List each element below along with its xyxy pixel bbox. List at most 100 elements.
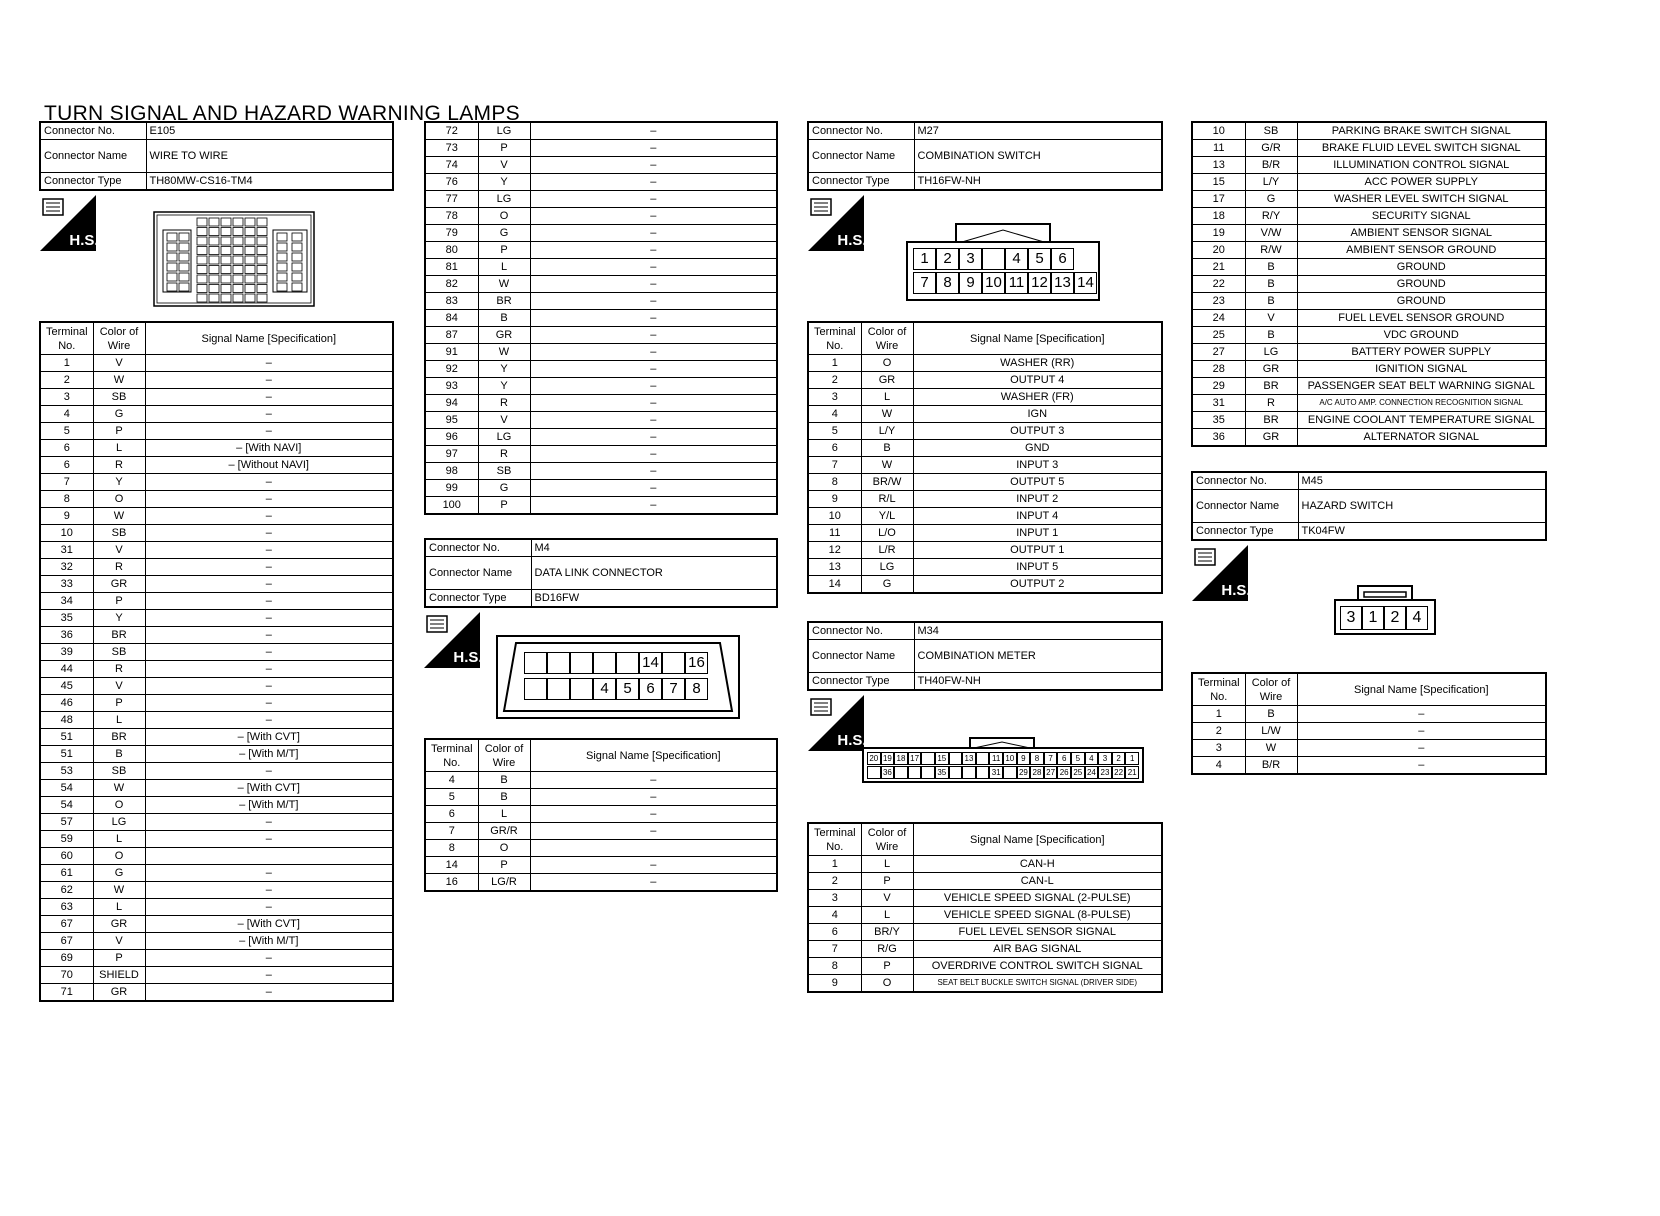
m27-terminal-table: Terminal No. Color of Wire Signal Name […: [807, 321, 1163, 594]
wire-color-cell: SHIELD: [92, 966, 146, 984]
hdr-terminal-no: Terminal No.: [1191, 672, 1246, 706]
terminal-no-cell: 91: [424, 343, 479, 361]
e105-terminal-table-1: Terminal No. Color of Wire Signal Name […: [39, 321, 394, 1002]
wire-color-cell: O: [92, 847, 146, 865]
signal-name-cell: BRAKE FLUID LEVEL SWITCH SIGNAL: [1296, 139, 1547, 157]
terminal-no-cell: 2: [807, 371, 862, 389]
wire-color-cell: B: [1244, 258, 1298, 276]
terminal-no-cell: 10: [39, 524, 94, 542]
hdr-signal-name: Signal Name [Specification]: [144, 321, 394, 355]
connector-pin: 2: [1111, 752, 1126, 765]
signal-name-cell: –: [529, 326, 778, 344]
signal-name-cell: –: [529, 496, 778, 515]
terminal-no-cell: 7: [424, 822, 479, 840]
wire-color-cell: R: [92, 660, 146, 678]
signal-name-cell: OUTPUT 4: [912, 371, 1163, 389]
terminal-no-cell: 5: [807, 422, 862, 440]
signal-name-cell: WASHER LEVEL SWITCH SIGNAL: [1296, 190, 1547, 208]
hs-label: H.S.: [837, 232, 864, 249]
signal-name-cell: – [With CVT]: [144, 779, 394, 797]
signal-name-cell: VDC GROUND: [1296, 326, 1547, 344]
connector-pin: 8: [685, 678, 708, 700]
wire-color-cell: GR/R: [477, 822, 531, 840]
terminal-no-cell: 11: [807, 524, 862, 542]
m45-type: TK04FW: [1297, 522, 1547, 541]
wire-color-cell: LG: [1244, 343, 1298, 361]
wire-color-cell: LG: [92, 813, 146, 831]
terminal-no-cell: 9: [39, 507, 94, 525]
signal-name-cell: –: [144, 575, 394, 593]
signal-name-cell: GND: [912, 439, 1163, 457]
wire-color-cell: W: [860, 456, 914, 474]
label-connector-no: Connector No.: [424, 538, 532, 557]
signal-name-cell: –: [529, 309, 778, 327]
signal-name-cell: FUEL LEVEL SENSOR GROUND: [1296, 309, 1547, 327]
hdr-signal-name: Signal Name [Specification]: [1296, 672, 1547, 706]
terminal-no-cell: 1: [1191, 705, 1246, 723]
hdr-signal-name: Signal Name [Specification]: [912, 321, 1163, 355]
wire-color-cell: L/Y: [1244, 173, 1298, 191]
wire-color-cell: V: [477, 156, 531, 174]
terminal-no-cell: 24: [1191, 309, 1246, 327]
m45-name: HAZARD SWITCH: [1297, 489, 1547, 523]
connector-pin: 16: [685, 652, 708, 674]
label-connector-no: Connector No.: [807, 621, 915, 640]
signal-name-cell: INPUT 1: [912, 524, 1163, 542]
signal-name-cell: – [With M/T]: [144, 745, 394, 763]
terminal-no-cell: 48: [39, 711, 94, 729]
wire-color-cell: R: [1244, 394, 1298, 412]
wire-color-cell: B/R: [1244, 756, 1298, 775]
wire-color-cell: R: [477, 445, 531, 463]
wire-color-cell: G: [477, 479, 531, 497]
terminal-no-cell: 93: [424, 377, 479, 395]
connector-pin: 6: [639, 678, 662, 700]
wire-color-cell: LG/R: [477, 873, 531, 892]
terminal-no-cell: 2: [807, 872, 862, 890]
terminal-no-cell: 8: [807, 957, 862, 975]
m45-terminal-table: Terminal No. Color of Wire Signal Name […: [1191, 672, 1547, 775]
terminal-no-cell: 8: [424, 839, 479, 857]
terminal-no-cell: 13: [1191, 156, 1246, 174]
terminal-no-cell: 6: [807, 439, 862, 457]
connector-pin: 31: [989, 766, 1003, 779]
signal-name-cell: A/C AUTO AMP. CONNECTION RECOGNITION SIG…: [1296, 394, 1547, 412]
signal-name-cell: –: [529, 241, 778, 259]
connector-pin: 8: [1030, 752, 1044, 765]
wire-color-cell: GR: [92, 915, 146, 933]
signal-name-cell: –: [144, 405, 394, 423]
m34-name: COMBINATION METER: [913, 639, 1163, 673]
wire-color-cell: SB: [1244, 121, 1298, 140]
m34-terminal-table-1: Terminal No. Color of Wire Signal Name […: [807, 822, 1163, 993]
terminal-no-cell: 31: [1191, 394, 1246, 412]
wire-color-cell: R/W: [1244, 241, 1298, 259]
wire-color-cell: P: [477, 856, 531, 874]
signal-name-cell: GROUND: [1296, 292, 1547, 310]
wire-color-cell: P: [477, 139, 531, 157]
harness-side-icon: H.S.: [808, 695, 867, 751]
wire-color-cell: GR: [92, 983, 146, 1002]
wire-color-cell: V: [860, 889, 914, 907]
